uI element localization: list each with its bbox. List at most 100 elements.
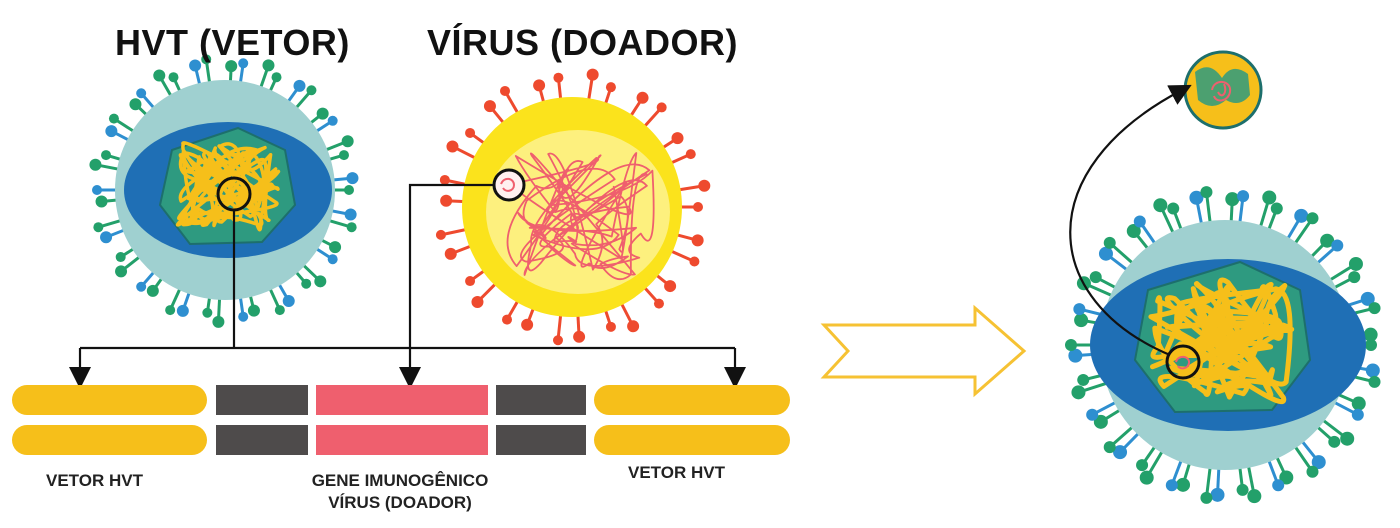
hvt-spike-head bbox=[212, 315, 225, 328]
hvt-spike-head bbox=[89, 158, 102, 171]
donor-virus bbox=[435, 68, 711, 346]
donor-spike-head bbox=[698, 179, 711, 192]
donor-spike-head bbox=[435, 229, 446, 240]
recombinant-spike-head bbox=[1306, 465, 1319, 478]
recombinant-spike-head bbox=[1340, 431, 1355, 446]
recombinant-spike-head bbox=[1133, 215, 1146, 228]
spacer-left-bottom bbox=[216, 425, 308, 455]
hvt-spike-head bbox=[346, 222, 357, 233]
donor-genome bbox=[506, 152, 655, 281]
recombinant-genome-strand bbox=[1148, 277, 1295, 405]
recombinant-spike-head bbox=[1167, 202, 1180, 215]
recombinant-spike-head bbox=[1225, 192, 1240, 207]
donor-spike-head bbox=[693, 202, 703, 212]
donor-spike-head bbox=[627, 320, 640, 333]
recombinant-spike-head bbox=[1093, 414, 1108, 429]
spacer-right-bottom bbox=[496, 425, 586, 455]
donor-spike-head bbox=[605, 321, 616, 332]
hvt-vector-virus bbox=[89, 54, 359, 328]
hvt-spike-head bbox=[274, 305, 285, 316]
hvt-genome-strand bbox=[175, 141, 281, 232]
recombinant-spike-head bbox=[1306, 212, 1319, 225]
donor-gene-line bbox=[399, 183, 494, 389]
recombinant-spike-head bbox=[1311, 455, 1326, 470]
hvt-spike-head bbox=[146, 284, 159, 297]
recombinant-spike-head bbox=[1068, 348, 1083, 363]
hvt-spike-head bbox=[93, 222, 104, 233]
donor-spike-head bbox=[553, 72, 564, 83]
hvt-spike-head bbox=[329, 241, 342, 254]
donor-spike-head bbox=[521, 318, 534, 331]
hvt-spike-head bbox=[136, 281, 147, 292]
donor-spike-head bbox=[685, 149, 696, 160]
recombinant-spike-head bbox=[1189, 190, 1204, 205]
donor-gene-bar-top bbox=[316, 385, 488, 415]
hvt-spike-head bbox=[225, 60, 238, 73]
recombinant-spike-head bbox=[1077, 373, 1090, 386]
donor-spike-head bbox=[656, 102, 667, 113]
donor-surface-spikes bbox=[435, 68, 711, 346]
recombinant-spike-head bbox=[1348, 256, 1363, 271]
recombinant-spike-head bbox=[1351, 396, 1366, 411]
recombinant-spike-head bbox=[1363, 327, 1378, 342]
gene-label-line1: GENE IMUNOGÊNICO bbox=[311, 471, 489, 490]
donor-virus-title: VÍRUS (DOADOR) bbox=[427, 22, 738, 63]
hvt-spike-head bbox=[100, 231, 113, 244]
hvt-spike-head bbox=[247, 304, 260, 317]
hvt-spike-head bbox=[165, 305, 176, 316]
hvt-spike-head bbox=[115, 252, 126, 263]
hvt-spike-head bbox=[201, 54, 212, 65]
recombinant-spike-head bbox=[1262, 190, 1277, 205]
recombinant-spike-head bbox=[1165, 479, 1178, 492]
vector-left-label: VETOR HVT bbox=[46, 471, 143, 490]
hvt-spike-head bbox=[115, 265, 128, 278]
hvt-spike-head bbox=[327, 254, 338, 265]
hvt-spike-head bbox=[346, 172, 359, 185]
donor-gene-bar-bottom bbox=[316, 425, 488, 455]
hvt-spike-head bbox=[238, 58, 249, 69]
hvt-spike-head bbox=[101, 150, 112, 161]
recombinant-spike-head bbox=[1365, 339, 1377, 351]
hvt-spike-head bbox=[202, 307, 213, 318]
donor-spike-head bbox=[502, 314, 512, 325]
recombinant-spike-head bbox=[1136, 459, 1149, 472]
gene-label-line2: VÍRUS (DOADOR) bbox=[328, 493, 472, 512]
hvt-spike-head bbox=[238, 311, 249, 322]
hvt-spike-head bbox=[301, 278, 312, 289]
recombinant-spike-head bbox=[1272, 479, 1285, 492]
hvt-spike-head bbox=[271, 72, 282, 83]
recombinant-spike-head bbox=[1103, 236, 1116, 249]
hvt-spike-head bbox=[129, 98, 142, 111]
donor-spike-head bbox=[689, 256, 700, 267]
hvt-spike-head bbox=[306, 85, 317, 96]
connector-lines bbox=[69, 183, 746, 389]
recombinant-spike-head bbox=[1368, 375, 1381, 388]
donor-spike-head bbox=[552, 335, 563, 346]
recombinant-spike-head bbox=[1073, 303, 1086, 316]
vector-right-bar-bottom bbox=[594, 425, 790, 455]
donor-spike-head bbox=[664, 280, 677, 293]
spacer-right-top bbox=[496, 385, 586, 415]
hvt-spike-head bbox=[262, 59, 275, 72]
recombinant-spike-head bbox=[1294, 208, 1309, 223]
hvt-spike-head bbox=[344, 185, 354, 195]
hvt-spike-head bbox=[92, 185, 102, 195]
recombinant-spike-head bbox=[1368, 302, 1381, 315]
donor-spike-head bbox=[533, 79, 546, 92]
hvt-spike-head bbox=[344, 208, 357, 221]
recombinant-spike-head bbox=[1348, 271, 1361, 284]
recombinant-spike-head bbox=[1236, 483, 1249, 496]
hvt-spike-head bbox=[341, 135, 354, 148]
recombinant-spike-head bbox=[1360, 291, 1375, 306]
hvt-spike-head bbox=[95, 195, 108, 208]
donor-spike-head bbox=[586, 68, 599, 81]
recombinant-spike-head bbox=[1103, 441, 1116, 454]
recombinant-spike-head bbox=[1331, 239, 1344, 252]
hvt-spike-head bbox=[108, 113, 119, 124]
recombinant-spike-head bbox=[1098, 246, 1113, 261]
zoom-inset bbox=[1069, 50, 1263, 357]
hvt-spike-head bbox=[282, 295, 295, 308]
spacer-left-top bbox=[216, 385, 308, 415]
